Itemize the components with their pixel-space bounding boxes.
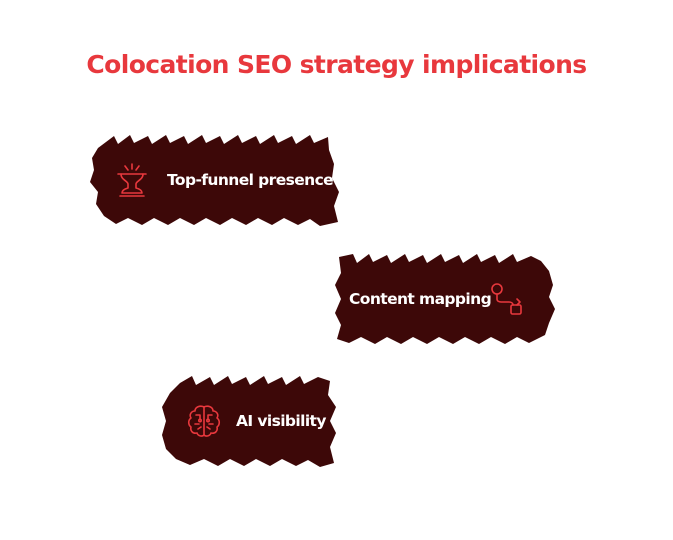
card-top-funnel-presence: Top-funnel presence xyxy=(88,134,340,226)
brain-circuit-icon xyxy=(187,405,221,437)
card-ai-visibility: AI visibility xyxy=(160,375,336,467)
card-label: AI visibility xyxy=(236,412,326,430)
card-label: Top-funnel presence xyxy=(167,171,334,189)
card-content-mapping: Content mapping xyxy=(333,253,555,345)
funnel-icon xyxy=(117,163,147,197)
brush-stroke-background xyxy=(90,135,339,226)
page-title: Colocation SEO strategy implications xyxy=(86,50,587,79)
flow-map-icon xyxy=(491,283,522,315)
brush-stroke-background xyxy=(335,254,555,344)
card-label: Content mapping xyxy=(349,290,492,308)
brush-stroke-background xyxy=(162,376,336,467)
